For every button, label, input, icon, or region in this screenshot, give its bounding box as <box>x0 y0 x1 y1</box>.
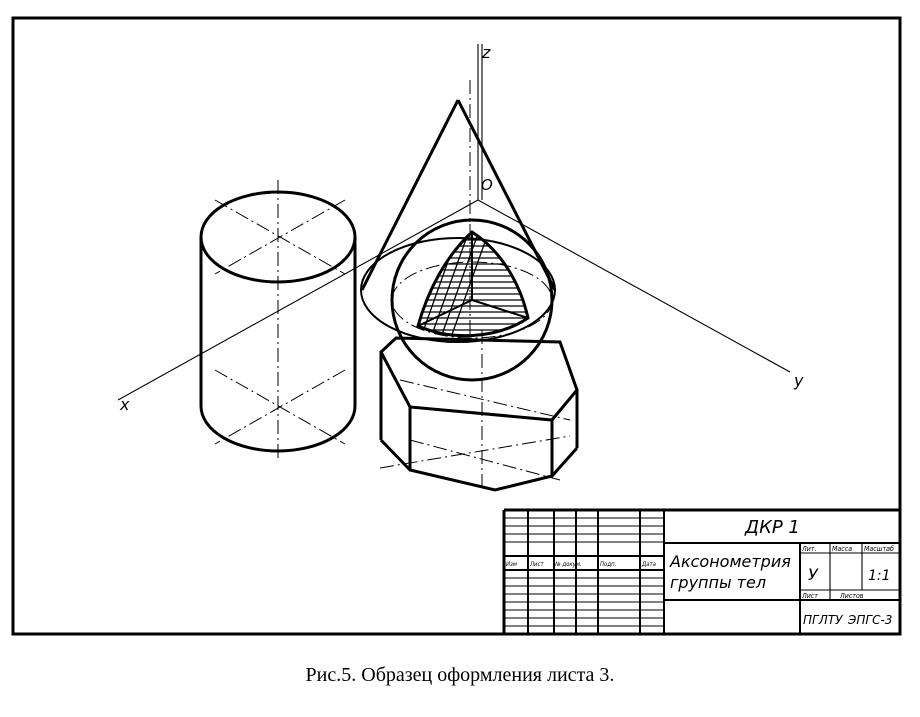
header-lit: Лит. <box>801 545 817 553</box>
prism-centerline-2 <box>379 435 571 469</box>
axes: z x y O <box>117 43 804 414</box>
title-block: Изм Лист № докум. Подп. Дата ДКР 1 Аксон… <box>502 508 900 634</box>
org-name-1: ПГЛТУ <box>803 613 843 627</box>
prism-centerline-3 <box>399 379 571 421</box>
prism-bottom-outline <box>379 438 579 492</box>
drawing-title-line2: группы тел <box>670 573 766 592</box>
y-axis <box>477 199 791 373</box>
sheets-label: Листов <box>839 592 864 600</box>
cone-left-generator <box>360 99 460 291</box>
sphere <box>390 218 554 382</box>
sheet-label: Лист <box>801 592 818 600</box>
figure-caption: Рис.5. Образец оформления листа 3. <box>305 664 615 686</box>
col-header-doc: № докум. <box>554 561 582 568</box>
prism-centerline-1 <box>409 439 561 481</box>
cone-right-generator <box>456 99 557 291</box>
scale-value: 1:1 <box>868 568 891 584</box>
origin-label: O <box>481 176 493 194</box>
col-header-date: Дата <box>641 561 656 568</box>
hexagonal-prism <box>379 330 579 492</box>
section-median-2 <box>417 299 473 327</box>
col-header-izm: Изм <box>506 561 517 568</box>
cylinder <box>199 180 357 460</box>
sphere-equator <box>391 261 553 339</box>
col-header-list: Лист <box>529 561 545 568</box>
stage-value: У <box>808 565 819 584</box>
x-axis-label: x <box>119 395 130 414</box>
header-scale: Масштаб <box>864 545 894 553</box>
section-median-3 <box>471 299 529 319</box>
y-axis-label: y <box>793 371 804 390</box>
drawing-title-line1: Аксонометрия <box>669 552 791 571</box>
sheet-frame <box>11 16 902 636</box>
x-axis <box>117 199 479 401</box>
cylinder-bottom-centerline-2 <box>214 369 346 445</box>
header-mass: Масса <box>832 545 852 553</box>
cone <box>360 80 557 343</box>
cylinder-top-centerline-2 <box>214 199 346 275</box>
org-name-2: ЭПГС-3 <box>847 613 892 627</box>
col-header-sign: Подп. <box>600 561 616 568</box>
section-outline <box>416 230 530 338</box>
z-axis-label: z <box>481 43 491 62</box>
drawing-code: ДКР 1 <box>744 517 800 538</box>
